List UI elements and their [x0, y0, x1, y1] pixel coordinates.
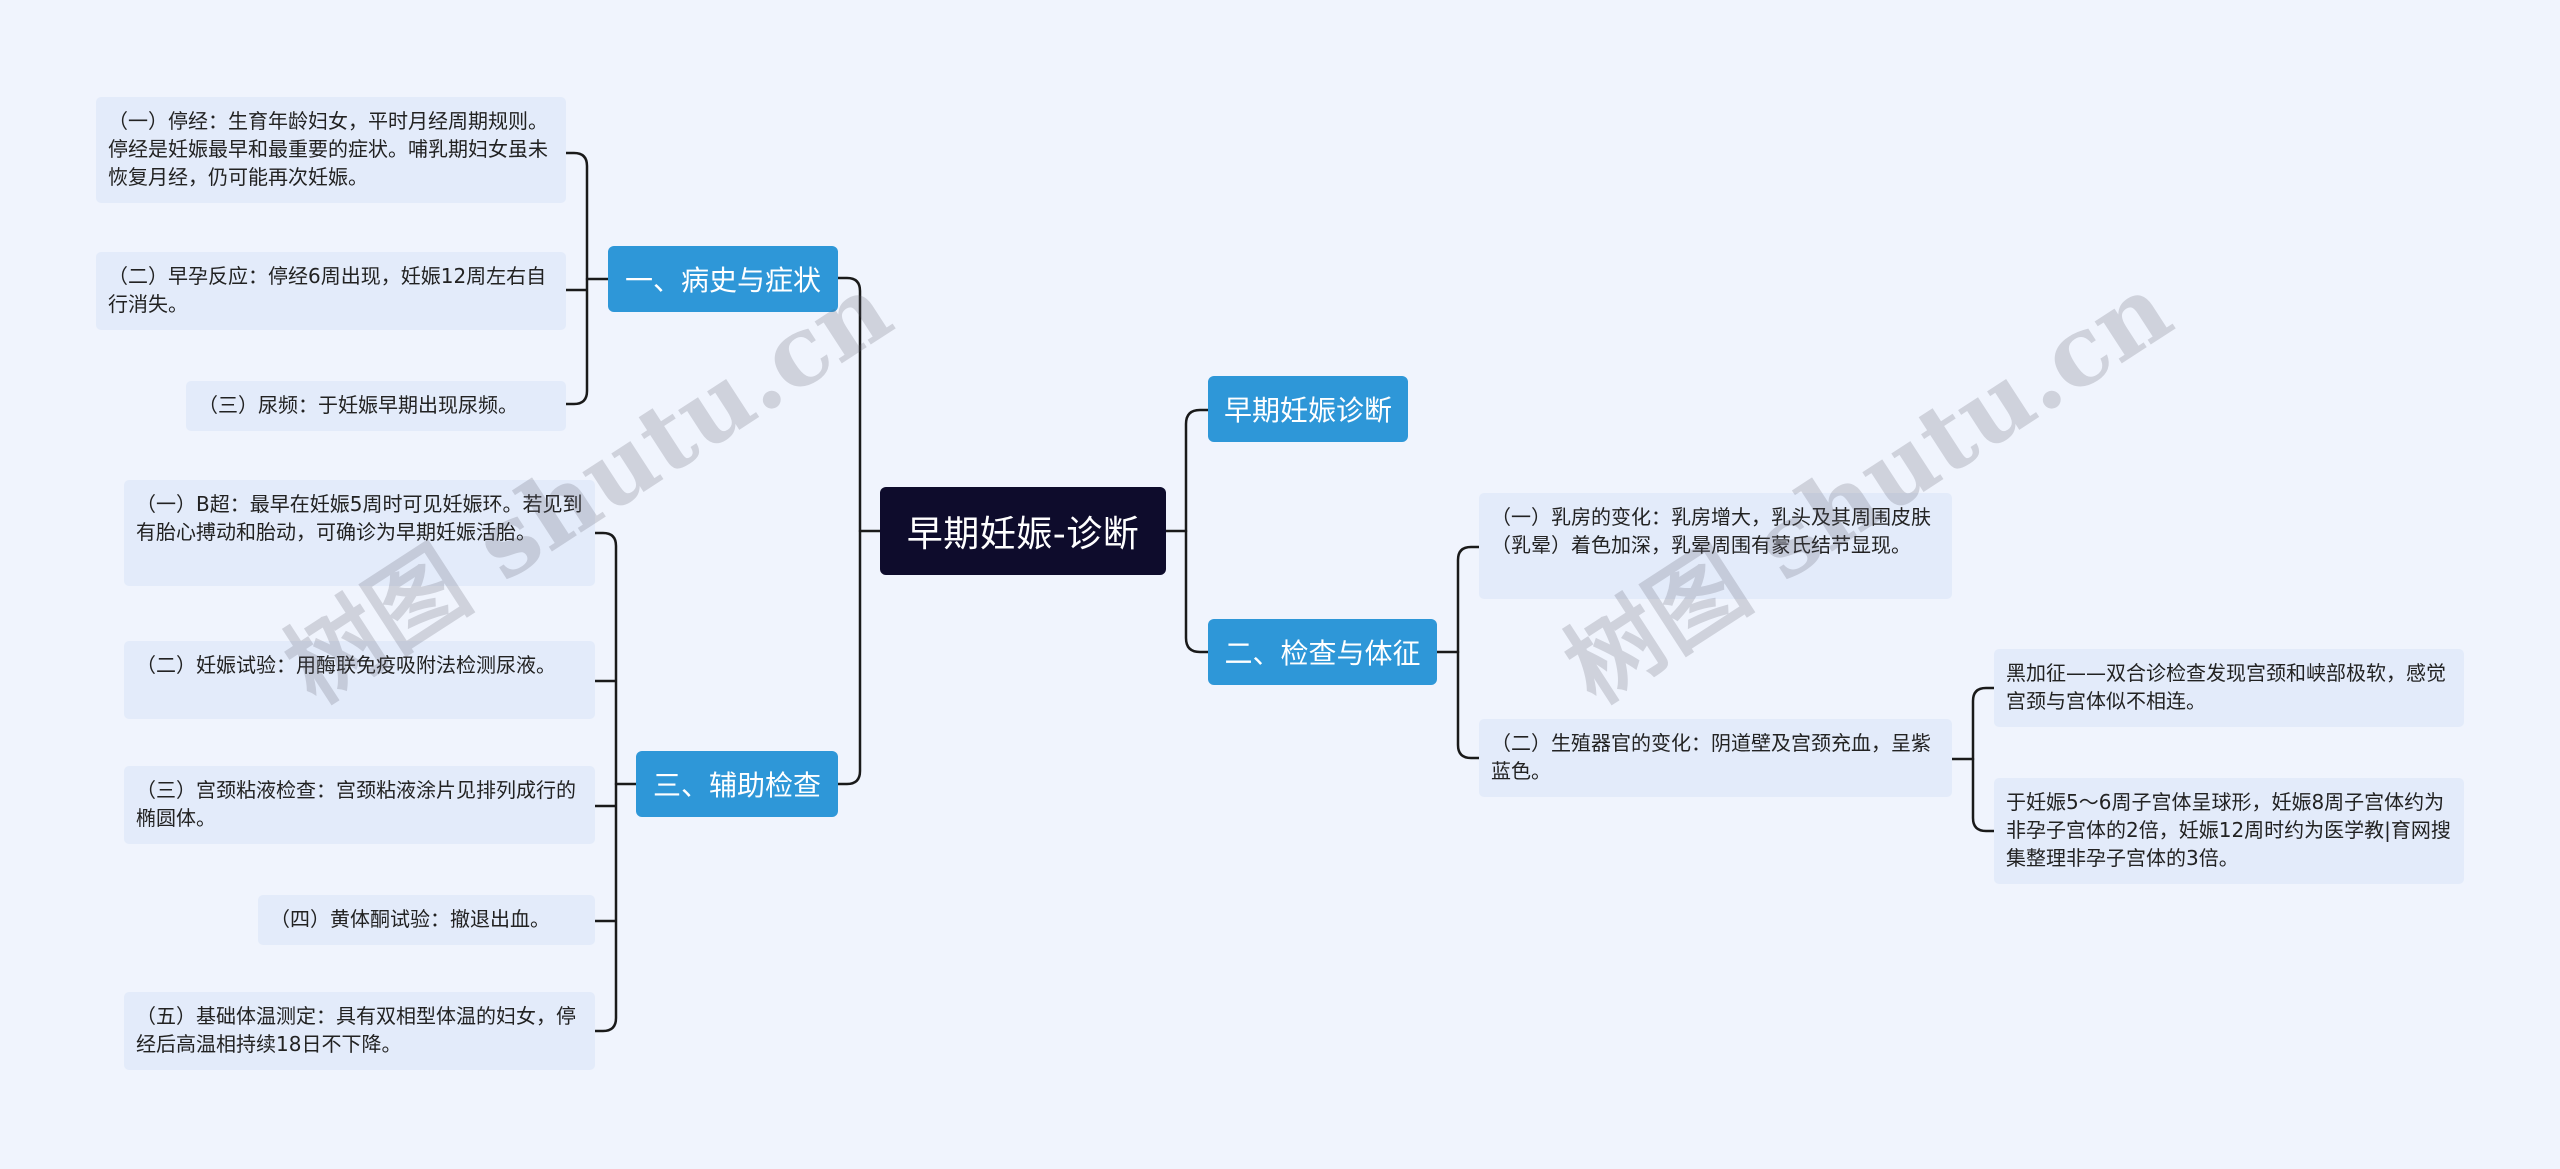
aux-item-3[interactable]: （三）宫颈粘液检查：宫颈粘液涂片见排列成行的椭圆体。	[124, 766, 595, 844]
exam-subitem-1[interactable]: 黑加征——双合诊检查发现宫颈和峡部极软，感觉宫颈与宫体似不相连。	[1994, 649, 2464, 727]
history-item-2[interactable]: （二）早孕反应：停经6周出现，妊娠12周左右自行消失。	[96, 252, 566, 330]
connector-exam-bracket	[1456, 545, 1481, 760]
history-item-1-text: （一）停经：生育年龄妇女，平时月经周期规则。停经是妊娠最早和最重要的症状。哺乳期…	[108, 109, 548, 189]
branch-history[interactable]: 一、病史与症状	[608, 246, 838, 312]
root-node[interactable]: 早期妊娠-诊断	[880, 487, 1166, 575]
history-item-3-text: （三）尿频：于妊娠早期出现尿频。	[198, 393, 518, 417]
exam-subitem-2[interactable]: 于妊娠5～6周子宫体呈球形，妊娠8周子宫体约为非孕子宫体的2倍，妊娠12周时约为…	[1994, 778, 2464, 884]
connector-left-trunk	[836, 276, 862, 786]
aux-item-1[interactable]: （一）B超：最早在妊娠5周时可见妊娠环。若见到有胎心搏动和胎动，可确诊为早期妊娠…	[124, 480, 595, 586]
exam-subitem-2-text: 于妊娠5～6周子宫体呈球形，妊娠8周子宫体约为非孕子宫体的2倍，妊娠12周时约为…	[2006, 790, 2451, 870]
branch-aux[interactable]: 三、辅助检查	[636, 751, 838, 817]
aux-item-5-text: （五）基础体温测定：具有双相型体温的妇女，停经后高温相持续18日不下降。	[136, 1004, 576, 1056]
connector-aux-bracket	[593, 531, 618, 1033]
branch-exam[interactable]: 二、检查与体征	[1208, 619, 1437, 685]
aux-item-3-text: （三）宫颈粘液检查：宫颈粘液涂片见排列成行的椭圆体。	[136, 778, 576, 830]
branch-aux-label: 三、辅助检查	[652, 769, 821, 802]
branch-exam-label: 二、检查与体征	[1224, 637, 1421, 670]
root-label: 早期妊娠-诊断	[906, 514, 1140, 555]
aux-item-4-text: （四）黄体酮试验：撤退出血。	[270, 907, 550, 931]
aux-item-5[interactable]: （五）基础体温测定：具有双相型体温的妇女，停经后高温相持续18日不下降。	[124, 992, 595, 1070]
aux-item-4[interactable]: （四）黄体酮试验：撤退出血。	[258, 895, 595, 945]
exam-item-1-text: （一）乳房的变化：乳房增大，乳头及其周围皮肤（乳晕）着色加深，乳晕周围有蒙氏结节…	[1491, 505, 1931, 557]
exam-item-2[interactable]: （二）生殖器官的变化：阴道壁及宫颈充血，呈紫蓝色。	[1479, 719, 1952, 797]
exam-item-1[interactable]: （一）乳房的变化：乳房增大，乳头及其周围皮肤（乳晕）着色加深，乳晕周围有蒙氏结节…	[1479, 493, 1952, 599]
connector-genital-bracket	[1971, 686, 1996, 833]
history-item-3[interactable]: （三）尿频：于妊娠早期出现尿频。	[186, 381, 566, 431]
branch-history-label: 一、病史与症状	[624, 264, 821, 297]
aux-item-2-text: （二）妊娠试验：用酶联免疫吸附法检测尿液。	[136, 653, 556, 677]
history-item-1[interactable]: （一）停经：生育年龄妇女，平时月经周期规则。停经是妊娠最早和最重要的症状。哺乳期…	[96, 97, 566, 203]
aux-item-1-text: （一）B超：最早在妊娠5周时可见妊娠环。若见到有胎心搏动和胎动，可确诊为早期妊娠…	[136, 492, 583, 544]
aux-item-2[interactable]: （二）妊娠试验：用酶联免疫吸附法检测尿液。	[124, 641, 595, 719]
connector-right-trunk	[1184, 408, 1210, 654]
exam-item-2-text: （二）生殖器官的变化：阴道壁及宫颈充血，呈紫蓝色。	[1491, 731, 1931, 783]
exam-subitem-1-text: 黑加征——双合诊检查发现宫颈和峡部极软，感觉宫颈与宫体似不相连。	[2006, 661, 2446, 713]
right-title-label: 早期妊娠诊断	[1223, 394, 1392, 427]
right-title-node[interactable]: 早期妊娠诊断	[1208, 376, 1408, 442]
connector-history-bracket	[564, 151, 589, 406]
history-item-2-text: （二）早孕反应：停经6周出现，妊娠12周左右自行消失。	[108, 264, 547, 316]
